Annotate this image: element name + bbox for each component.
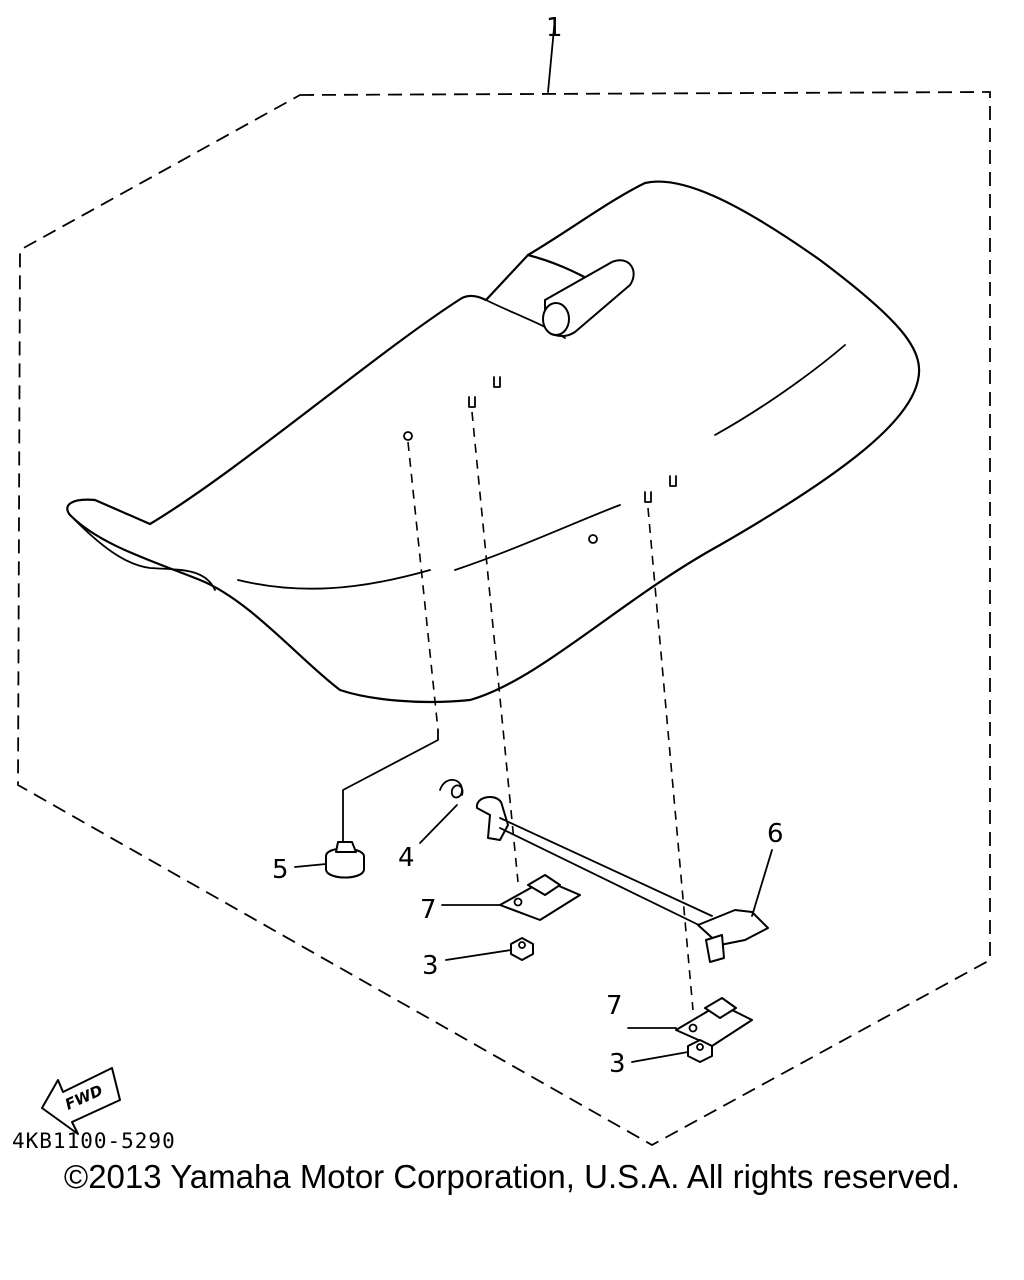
callout-7a: 7 (420, 895, 437, 925)
damper-part-5 (325, 841, 365, 879)
nut-part-3b (687, 1039, 713, 1063)
seat (66, 180, 921, 704)
assembly-boundary (17, 91, 991, 1147)
leader-3b (631, 1051, 689, 1063)
leader-5-path (342, 729, 439, 843)
spring-part-4 (439, 778, 464, 799)
leader-3a (445, 949, 512, 961)
lock-part-6 (475, 796, 769, 963)
leader-4 (419, 804, 458, 844)
callout-4: 4 (398, 843, 415, 873)
callout-1: 1 (546, 13, 563, 43)
bracket-part-7b (675, 997, 753, 1047)
fwd-arrow-icon: FWD (41, 1067, 121, 1135)
callout-7b: 7 (606, 991, 623, 1021)
nut-part-3a (510, 937, 534, 961)
copyright-notice: ©2013 Yamaha Motor Corporation, U.S.A. A… (63, 1158, 961, 1195)
bracket-part-7a (499, 874, 581, 921)
diagram-code: 4KB1100-5290 (12, 1129, 176, 1153)
callout-3a: 3 (422, 951, 439, 981)
callout-5: 5 (272, 855, 289, 885)
leader-6 (751, 849, 773, 917)
callout-6: 6 (767, 819, 784, 849)
callout-3b: 3 (609, 1049, 626, 1079)
assembly-line-7b (647, 507, 694, 1011)
leader-5 (294, 863, 327, 868)
leader-1 (547, 17, 556, 93)
assembly-line-5 (407, 441, 439, 731)
